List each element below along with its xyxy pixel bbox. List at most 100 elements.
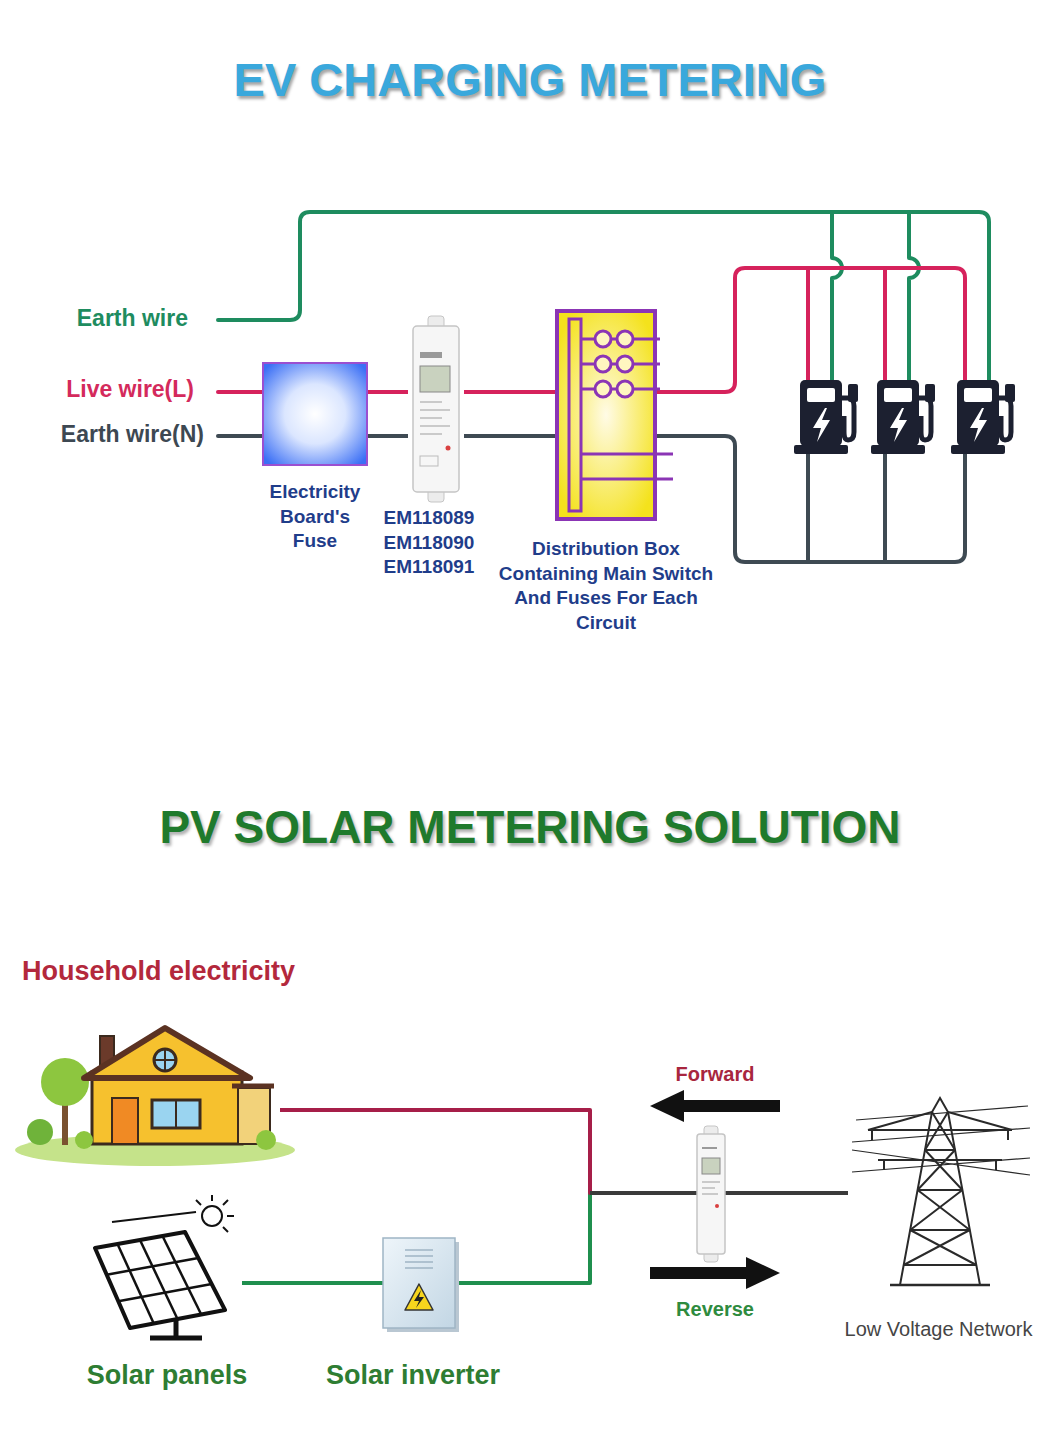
- reverse-arrow: [746, 1257, 780, 1289]
- earth-wire: [832, 212, 842, 388]
- energy-meter-shape: [420, 352, 442, 358]
- neutral-wire: [218, 434, 262, 438]
- charging-station-icon: [842, 398, 854, 440]
- live-wire: [883, 268, 887, 388]
- distribution-box-shape: [555, 309, 657, 521]
- flow-label: Forward: [676, 1062, 755, 1086]
- charging-station-icon: [871, 445, 925, 454]
- transmission-tower: [868, 1112, 1012, 1160]
- charging-station-icon: [813, 408, 830, 442]
- house-illustration: [256, 1130, 276, 1150]
- wire-connector: [368, 390, 408, 394]
- energy-meter-shape: [420, 417, 442, 419]
- charging-station-icon: [964, 388, 992, 402]
- label-box: Forward: [676, 1062, 755, 1086]
- label-box: PV SOLAR METERING SOLUTION: [159, 800, 900, 855]
- page-title: EV CHARGING METERING: [0, 53, 1060, 107]
- charging-station-icon: [848, 384, 858, 402]
- node-text-box: Distribution Box Containing Main Switch …: [490, 537, 722, 636]
- title-box: EV CHARGING METERING: [0, 53, 1060, 107]
- distribution-box-shape: [617, 331, 633, 347]
- neutral-wire: [657, 436, 965, 562]
- charging-station-icon: [871, 380, 935, 454]
- node-text-box: Household electricity: [22, 954, 295, 989]
- low-voltage-network: Low Voltage Network: [848, 1098, 1033, 1288]
- solar-panel-illustration: [202, 1206, 222, 1226]
- charging-station-icon: [794, 380, 858, 454]
- solar-inverter-shape: [405, 1255, 433, 1257]
- bidirectional-meter: [697, 1134, 725, 1254]
- solar-panel-illustration: [196, 1200, 201, 1205]
- charging-station-icon: [877, 380, 919, 446]
- label-box: Earth wire(N): [61, 421, 204, 449]
- solar-inverter-shape: [405, 1261, 433, 1263]
- charging-station-icon: [1005, 384, 1015, 402]
- house-illustration: [154, 1049, 176, 1071]
- distribution-box-shape: [581, 478, 673, 481]
- wire-connector: [464, 434, 555, 438]
- label-box: Earth wire: [77, 305, 188, 333]
- node-text-box: EM118089 EM118090 EM118091: [384, 506, 475, 580]
- forward-arrow: [650, 1090, 684, 1122]
- live-wire: [657, 268, 965, 392]
- node-label: Solar panels: [87, 1358, 248, 1393]
- node-text-box: Low Voltage Network: [845, 1316, 1033, 1342]
- transmission-tower: [890, 1284, 990, 1287]
- energy-meter-shape: [413, 326, 459, 492]
- wire-connector: [368, 434, 408, 438]
- house-illustration: [112, 1098, 138, 1144]
- live-wire: [806, 268, 810, 388]
- solar-panels: Solar panels: [92, 1195, 242, 1340]
- energy-meter-shape: [420, 409, 450, 411]
- solar-inverter: Solar inverter: [383, 1238, 459, 1332]
- energy-meter-shape: [408, 316, 464, 502]
- fuse-box-shape: [262, 362, 368, 466]
- neutral-wire: [883, 452, 887, 562]
- house-illustration: [75, 1131, 93, 1149]
- energy-meter-shape: [420, 425, 450, 427]
- transmission-tower: [900, 1098, 980, 1285]
- solar-panel-illustration: [95, 1232, 225, 1328]
- charging-station-icon: [957, 380, 999, 446]
- house-illustration: [41, 1058, 89, 1106]
- charging-station-icon: [919, 398, 931, 440]
- solar-panel-illustration: [107, 1236, 212, 1324]
- distribution-box-shape: [581, 453, 673, 456]
- solar-panel-illustration: [140, 1240, 178, 1319]
- solar-inverter-shape: [414, 1290, 424, 1308]
- solar-panel-illustration: [227, 1215, 234, 1217]
- fuse-box: Electricity Board's Fuse: [262, 362, 368, 466]
- node-text-box: Electricity Board's Fuse: [260, 480, 370, 554]
- wire-connector: [242, 1281, 383, 1285]
- household: Household electricity: [18, 1018, 280, 1168]
- house-illustration: [152, 1100, 200, 1128]
- distribution-box-shape: [557, 311, 655, 519]
- solar-inverter-shape: [383, 1238, 459, 1332]
- transmission-tower: [852, 1098, 1030, 1285]
- solar-inverter-shape: [383, 1238, 455, 1328]
- bidirectional-meter: [697, 1126, 725, 1262]
- label-box: Reverse: [676, 1297, 754, 1321]
- wire-connector: [280, 1110, 848, 1193]
- energy-meter-shape: [446, 446, 451, 451]
- energy-meter-shape: [420, 433, 442, 435]
- wire-connector: [464, 390, 555, 394]
- solar-inverter-shape: [405, 1249, 433, 1251]
- bidirectional-meter: [715, 1204, 719, 1208]
- solar-panel-illustration: [112, 1212, 196, 1222]
- node-label: Distribution Box Containing Main Switch …: [490, 537, 722, 636]
- solar-panel-illustration: [95, 1195, 234, 1338]
- earth-wire: [909, 212, 919, 388]
- energy-meter-shape: [420, 366, 450, 392]
- forward-arrow: [650, 1090, 780, 1122]
- section-heading: PV SOLAR METERING SOLUTION: [159, 800, 900, 855]
- charging-station-icon: [884, 388, 912, 402]
- bidirectional-meter: [702, 1187, 715, 1189]
- charging-station-icon: [925, 384, 935, 402]
- solar-panel-illustration: [223, 1200, 228, 1205]
- node-text-box: Solar inverter: [326, 1358, 500, 1393]
